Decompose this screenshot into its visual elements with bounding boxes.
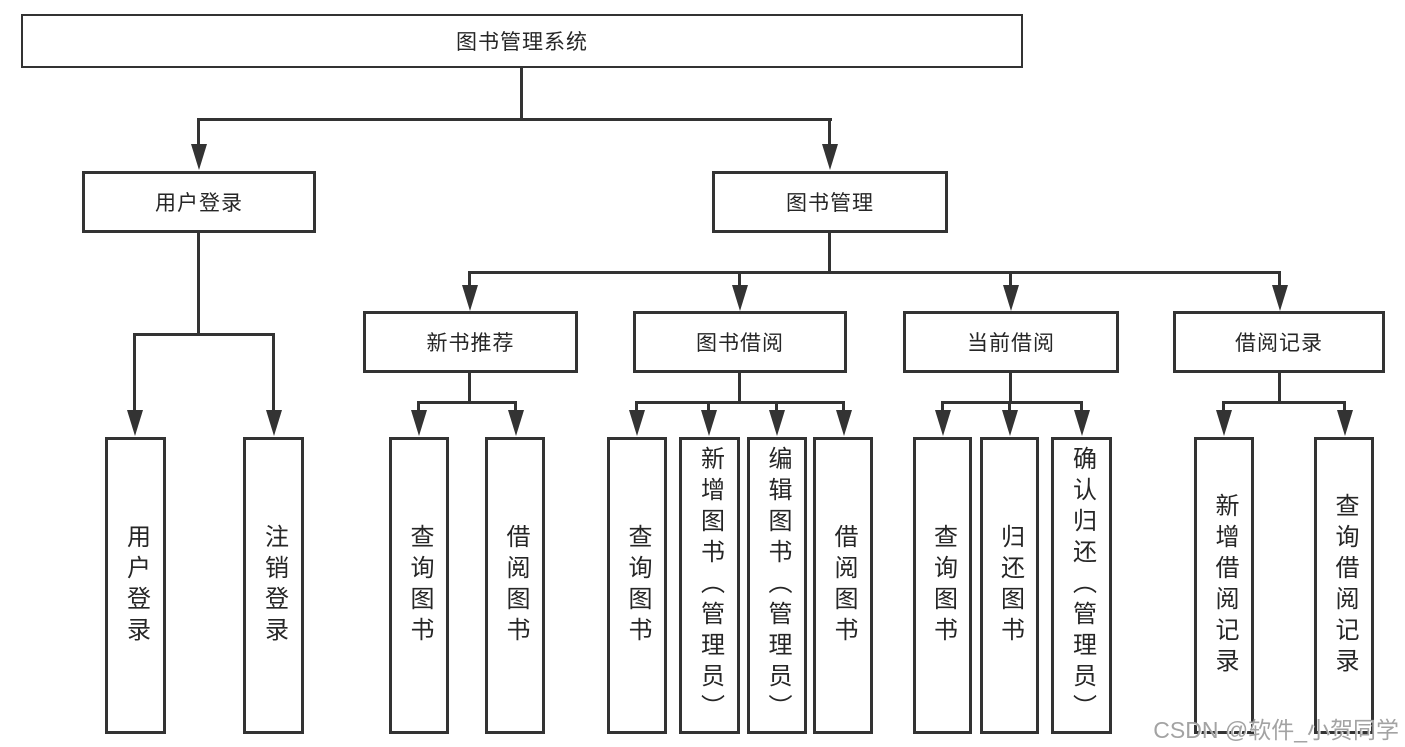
node-book-management-label: 图书管理 [786,192,874,215]
arrowhead-nb-query [411,410,427,436]
arrowhead-bb-borrow [836,410,852,436]
connector-userlogin-rail [133,333,275,336]
leaf-borrowing-edit-books-admin-label: 编辑图书（管理员） [764,446,791,725]
leaf-record-query-label: 查询借阅记录 [1331,492,1358,679]
node-current-borrowing: 当前借阅 [903,311,1119,373]
node-new-book-recommend: 新书推荐 [363,311,578,373]
connector-bookmgmt-rail [468,271,1281,274]
leaf-current-return-books-label: 归还图书 [996,523,1024,648]
connector-arm-bb-query [635,401,638,412]
connector-bookmgmt-stem [828,231,831,273]
connector-arm-leaf-logout [272,333,275,412]
connector-bb-rail [635,401,845,404]
connector-arm-user-login [197,118,200,146]
arrowhead-current-borrow [1003,285,1019,311]
arrowhead-br-add [1216,410,1232,436]
connector-arm-br-add [1222,401,1225,412]
leaf-recommend-borrow-books: 借阅图书 [485,437,545,734]
leaf-borrowing-borrow-books-label: 借阅图书 [830,523,857,648]
connector-newbook-rail [417,401,517,404]
node-user-login: 用户登录 [82,171,316,233]
leaf-record-add-label: 新增借阅记录 [1211,492,1238,679]
node-book-management: 图书管理 [712,171,948,233]
arrowhead-leaf-logout [266,410,282,436]
node-book-borrowing-label: 图书借阅 [696,332,784,355]
connector-root-stem [520,67,523,120]
connector-bb-stem [738,371,741,404]
leaf-current-return-books: 归还图书 [980,437,1039,734]
arrowhead-new-book [462,285,478,311]
leaf-borrowing-add-books-admin: 新增图书（管理员） [679,437,740,734]
connector-arm-book-borrow [738,271,741,287]
leaf-user-login-label: 用户登录 [122,523,150,648]
connector-arm-bb-borrow [842,401,845,412]
node-book-borrowing: 图书借阅 [633,311,847,373]
leaf-current-confirm-return-admin: 确认归还（管理员） [1051,437,1112,734]
arrowhead-leaf-user-login [127,410,143,436]
leaf-borrowing-edit-books-admin: 编辑图书（管理员） [747,437,807,734]
connector-root-rail [197,118,832,121]
leaf-recommend-query-books: 查询图书 [389,437,449,734]
arrowhead-book-borrow [732,285,748,311]
connector-arm-cb-confirm [1080,401,1083,412]
leaf-borrowing-borrow-books: 借阅图书 [813,437,873,734]
leaf-logout: 注销登录 [243,437,304,734]
leaf-recommend-query-books-label: 查询图书 [406,523,433,648]
connector-arm-book-management [828,118,831,146]
leaf-logout-label: 注销登录 [260,523,288,648]
connector-arm-borrow-record [1278,271,1281,287]
arrowhead-borrow-record [1272,285,1288,311]
connector-br-rail [1222,401,1346,404]
connector-arm-br-query [1343,401,1346,412]
leaf-user-login: 用户登录 [105,437,166,734]
connector-arm-new-book [468,271,471,287]
node-user-login-label: 用户登录 [155,192,243,215]
arrowhead-bb-add [701,410,717,436]
node-current-borrowing-label: 当前借阅 [967,332,1055,355]
connector-br-stem [1278,371,1281,404]
connector-cb-rail [941,401,1083,404]
arrowhead-book-management [822,144,838,170]
connector-newbook-stem [468,371,471,404]
leaf-recommend-borrow-books-label: 借阅图书 [502,523,529,648]
arrowhead-cb-return [1002,410,1018,436]
leaf-borrowing-add-books-admin-label: 新增图书（管理员） [696,446,724,725]
connector-cb-stem [1009,371,1012,404]
node-library-system-label: 图书管理系统 [456,31,588,54]
arrowhead-bb-query [629,410,645,436]
connector-arm-nb-query [417,401,420,412]
arrowhead-cb-query [935,410,951,436]
leaf-current-query-books: 查询图书 [913,437,972,734]
connector-arm-cb-query [941,401,944,412]
leaf-current-query-books-label: 查询图书 [929,523,957,648]
arrowhead-bb-edit [769,410,785,436]
node-new-book-recommend-label: 新书推荐 [426,332,515,355]
node-borrowing-records-label: 借阅记录 [1235,332,1323,355]
arrowhead-user-login [191,144,207,170]
leaf-current-confirm-return-admin-label: 确认归还（管理员） [1068,446,1096,725]
watermark: CSDN @软件_小贺同学 [1153,717,1399,743]
node-library-system: 图书管理系统 [21,14,1023,68]
arrowhead-nb-borrow [508,410,524,436]
leaf-record-query: 查询借阅记录 [1314,437,1374,734]
connector-arm-cb-return [1008,401,1011,412]
arrowhead-cb-confirm [1074,410,1090,436]
connector-userlogin-stem [197,231,200,336]
leaf-borrowing-query-books-label: 查询图书 [624,523,651,648]
leaf-record-add: 新增借阅记录 [1194,437,1254,734]
connector-arm-bb-add [707,401,710,412]
connector-arm-nb-borrow [514,401,517,412]
arrowhead-br-query [1337,410,1353,436]
connector-arm-current-borrow [1009,271,1012,287]
connector-arm-leaf-user-login [133,333,136,412]
node-borrowing-records: 借阅记录 [1173,311,1385,373]
connector-arm-bb-edit [775,401,778,412]
leaf-borrowing-query-books: 查询图书 [607,437,667,734]
